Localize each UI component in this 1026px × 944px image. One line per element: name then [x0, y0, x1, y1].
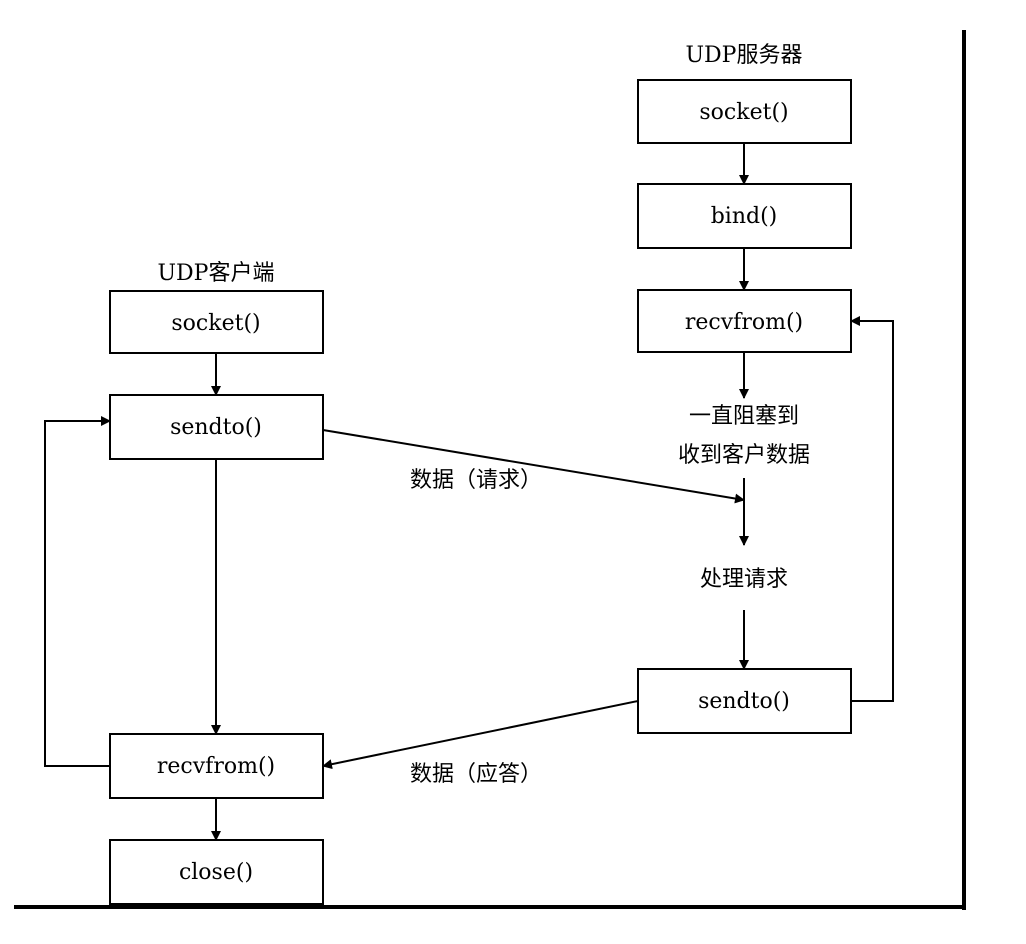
server-sendto-node: sendto()	[637, 668, 852, 734]
client-close-node: close()	[109, 839, 324, 905]
server-block-text-2: 收到客户数据	[678, 443, 810, 468]
server-recvfrom-node: recvfrom()	[637, 289, 852, 353]
client-close-label: close()	[179, 860, 253, 885]
server-process-text: 处理请求	[700, 567, 788, 592]
client-title: UDP客户端	[158, 261, 275, 286]
request-label: 数据（请求）	[410, 468, 542, 493]
arrow-server-loop-back	[850, 316, 894, 702]
server-recvfrom-label: recvfrom()	[685, 310, 803, 335]
client-socket-node: socket()	[109, 290, 324, 354]
arrow-server-response-to-client	[322, 700, 639, 770]
client-sendto-label: sendto()	[170, 415, 262, 440]
server-block-text-1: 一直阻塞到	[689, 404, 799, 429]
server-title: UDP服务器	[686, 43, 803, 68]
server-bind-label: bind()	[711, 204, 778, 229]
server-socket-node: socket()	[637, 79, 852, 144]
arrow-client-request-to-server	[322, 429, 745, 504]
server-sendto-label: sendto()	[698, 689, 790, 714]
client-recvfrom-label: recvfrom()	[157, 754, 275, 779]
client-recvfrom-node: recvfrom()	[109, 733, 324, 799]
arrow-client-loop-back	[44, 416, 111, 767]
server-socket-label: socket()	[699, 100, 788, 125]
server-bind-node: bind()	[637, 183, 852, 249]
response-label: 数据（应答）	[410, 762, 542, 787]
client-socket-label: socket()	[171, 311, 260, 336]
client-sendto-node: sendto()	[109, 394, 324, 460]
